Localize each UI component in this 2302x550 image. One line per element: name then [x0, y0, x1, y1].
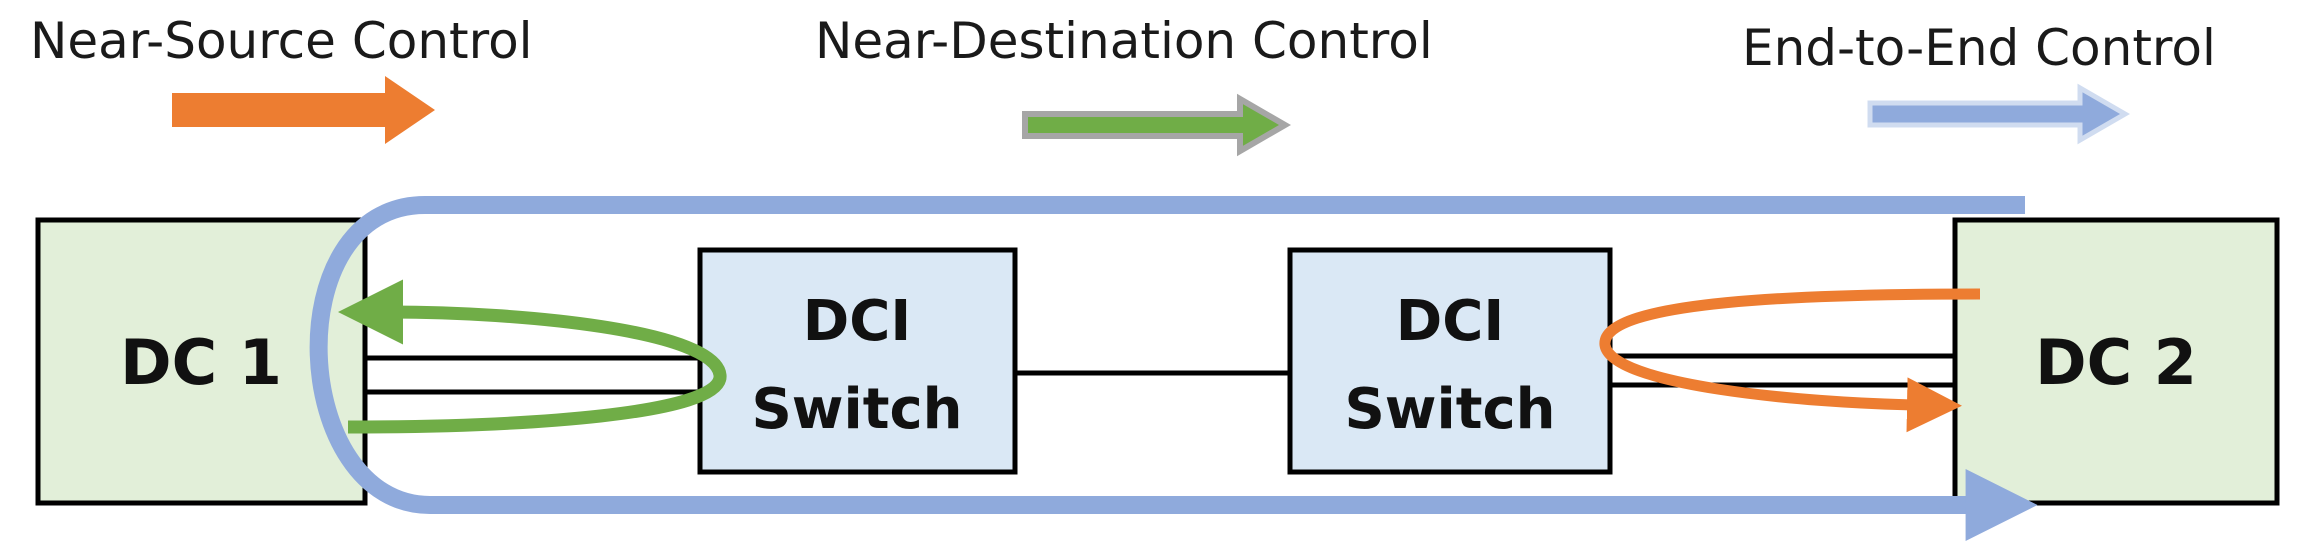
near-destination-control-path [338, 279, 727, 434]
dci-switch-1: DCI Switch [697, 247, 1018, 475]
dc1-box: DC 1 [35, 217, 368, 506]
switch2-line2: Switch [1344, 377, 1555, 442]
legend-end-to-end-arrow [1867, 83, 2130, 145]
dci-switch-2: DCI Switch [1287, 247, 1613, 475]
switch1-line2: Switch [751, 377, 962, 442]
legend-near-source-arrow [172, 76, 435, 144]
legend-near-source-label: Near-Source Control [30, 12, 533, 70]
switch2-line1: DCI [1396, 289, 1504, 354]
dc2-box: DC 2 [1952, 217, 2280, 506]
dc1-label: DC 1 [120, 326, 282, 399]
end-to-end-control-path [309, 196, 2038, 541]
legend-near-destination-label: Near-Destination Control [815, 12, 1433, 70]
legend-near-destination-arrow [1022, 93, 1291, 157]
near-source-control-path [1599, 288, 1981, 433]
switch1-line1: DCI [803, 289, 911, 354]
dc2-label: DC 2 [2035, 326, 2197, 399]
legend-end-to-end-label: End-to-End Control [1742, 19, 2216, 77]
